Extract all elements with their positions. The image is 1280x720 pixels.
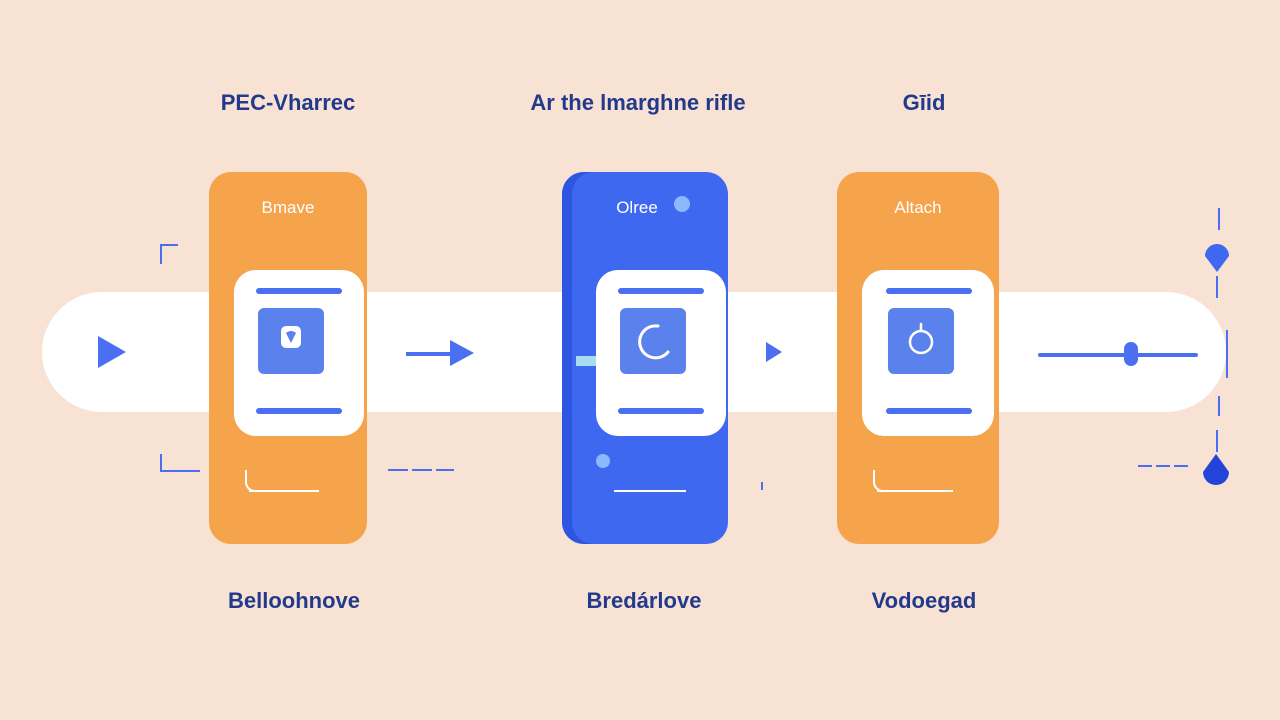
tick-mark <box>761 482 763 490</box>
step-2-top-label: Ar the lmarghne rifle <box>530 90 746 115</box>
step-3-underline <box>877 490 953 492</box>
power-ring-icon <box>908 322 934 355</box>
step-3-card-title: Altach <box>894 198 942 217</box>
step-3-icon-box <box>888 308 954 374</box>
step-3-panel[interactable] <box>862 270 994 436</box>
step-2-icon-box <box>620 308 686 374</box>
slider-handle[interactable] <box>1124 342 1138 366</box>
heart-in-box-icon <box>281 326 301 348</box>
step-3-curve <box>873 470 887 492</box>
step-1-icon-box <box>258 308 324 374</box>
arrow-right-icon <box>450 340 474 366</box>
step-1-bottom-label: Belloohnove <box>227 588 360 613</box>
crescent-icon <box>638 324 670 360</box>
dash-line-3 <box>1138 465 1190 467</box>
step-2-panel[interactable] <box>596 270 726 436</box>
step-1-panel[interactable] <box>234 270 364 436</box>
play-icon[interactable] <box>94 334 128 370</box>
step-1-card-title: Bmave <box>261 198 315 217</box>
step-3-panel-top-bar <box>886 288 972 294</box>
step-2-underline <box>614 490 686 492</box>
step-2-panel-bottom-bar <box>618 408 704 414</box>
step-1-top-label: PEC-Vharrec <box>220 90 356 115</box>
dash-line-1 <box>388 469 454 471</box>
step-2-panel-top-bar <box>618 288 704 294</box>
step-3-bottom-label: Vodoegad <box>871 588 977 613</box>
map-pin-top-icon[interactable] <box>1201 238 1233 274</box>
step-3-panel-bottom-bar <box>886 408 972 414</box>
step-2-connector <box>576 356 598 366</box>
step-2-bottom-label: Bredárlove <box>586 588 702 613</box>
map-pin-bottom-icon[interactable] <box>1199 454 1233 492</box>
slider-track[interactable] <box>1038 353 1198 357</box>
step-1-panel-bottom-bar <box>256 408 342 414</box>
step-3-top-label: Gīid <box>902 90 946 115</box>
step-1-underline <box>249 490 319 492</box>
step-2-card-title: Olree <box>616 198 658 217</box>
chevron-right-icon <box>766 342 782 362</box>
status-dot <box>674 196 690 212</box>
step-1-panel-top-bar <box>256 288 342 294</box>
step-1-curve <box>245 470 259 492</box>
status-dot-small <box>596 454 610 468</box>
